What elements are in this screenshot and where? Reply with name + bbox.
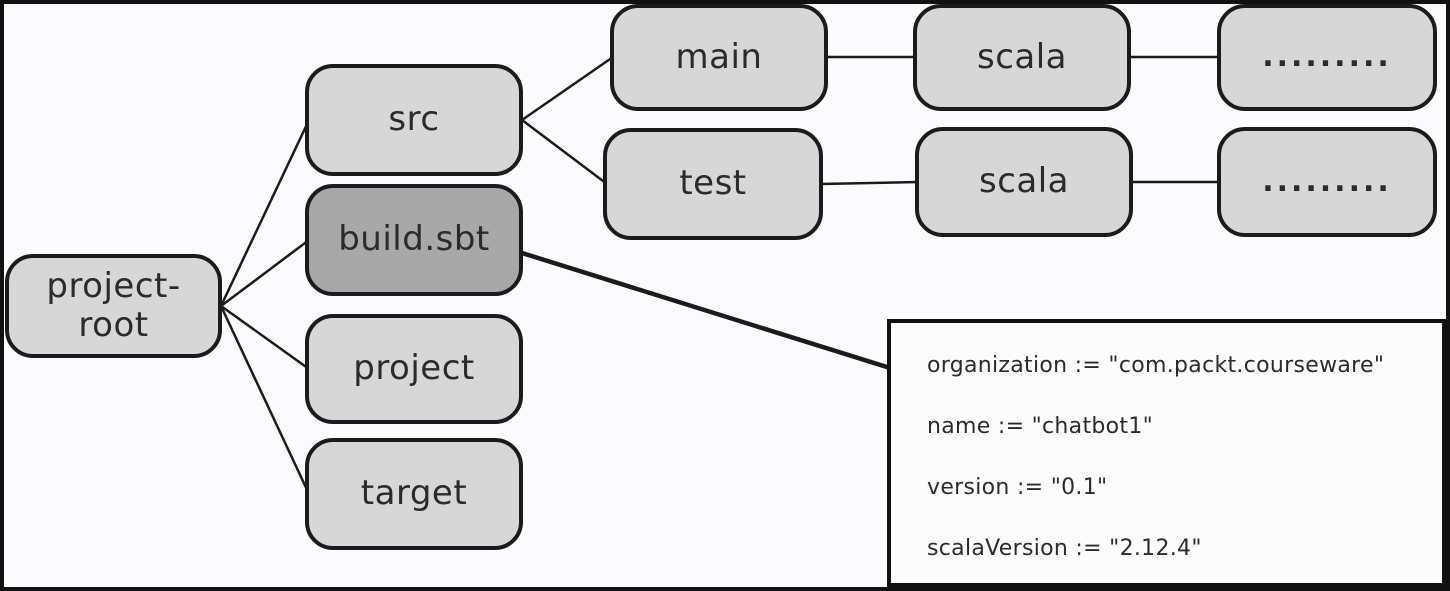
edge-projectroot-buildsbt bbox=[220, 239, 310, 307]
node-main-label: main bbox=[675, 36, 763, 77]
edge-projectroot-src bbox=[219, 119, 311, 307]
node-scala-main-label: scala bbox=[976, 36, 1068, 77]
edge-projectroot-project bbox=[220, 304, 310, 371]
edge-src-main bbox=[521, 55, 614, 122]
node-scala-test: scala bbox=[915, 127, 1133, 237]
build-sbt-code-box: organization := "com.packt.courseware" n… bbox=[887, 319, 1446, 587]
node-project-root-label-line1: project- bbox=[46, 265, 181, 306]
node-ellipsis-main: ......... bbox=[1217, 4, 1437, 111]
edge-buildsbt-codebox bbox=[521, 250, 891, 371]
code-line-name: name := "chatbot1" bbox=[927, 414, 1154, 439]
node-main: main bbox=[610, 4, 828, 111]
edge-test-scala bbox=[820, 180, 919, 186]
code-line-version: version := "0.1" bbox=[927, 475, 1108, 500]
node-scala-main: scala bbox=[913, 4, 1131, 111]
node-build-sbt-label: build.sbt bbox=[338, 219, 490, 260]
code-line-organization: organization := "com.packt.courseware" bbox=[927, 353, 1385, 378]
node-project-label: project bbox=[353, 348, 475, 389]
node-scala-test-label: scala bbox=[978, 161, 1070, 202]
edge-src-test bbox=[521, 119, 608, 185]
node-target-label: target bbox=[360, 473, 468, 514]
node-build-sbt: build.sbt bbox=[305, 184, 523, 296]
node-test-label: test bbox=[679, 163, 747, 204]
node-ellipsis-test: ......... bbox=[1217, 127, 1437, 237]
node-project-root: project- root bbox=[5, 254, 222, 358]
edge-projectroot-target bbox=[219, 305, 311, 495]
node-src-label: src bbox=[388, 99, 440, 140]
node-target: target bbox=[305, 438, 523, 550]
node-test: test bbox=[603, 128, 823, 240]
node-ellipsis-test-label: ......... bbox=[1262, 163, 1392, 199]
node-project-root-label-line2: root bbox=[78, 305, 149, 345]
node-src: src bbox=[305, 64, 523, 176]
code-line-scala-version: scalaVersion := "2.12.4" bbox=[927, 536, 1202, 561]
node-project: project bbox=[305, 314, 523, 424]
node-ellipsis-main-label: ......... bbox=[1262, 39, 1392, 75]
